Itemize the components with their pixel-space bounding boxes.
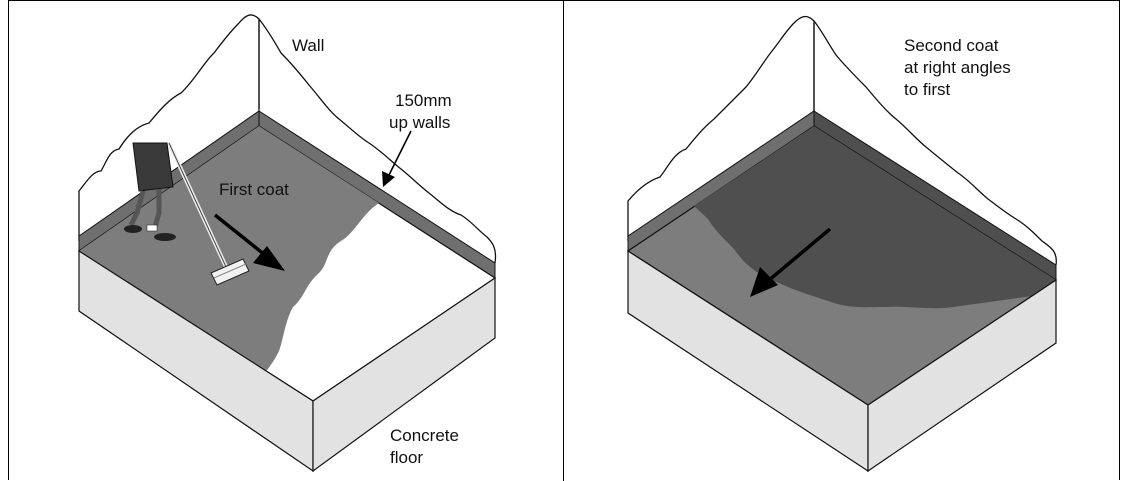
wall-label: Wall	[292, 36, 324, 55]
first-coat-diagram: Wall 150mm up walls First coat Concrete …	[77, 14, 497, 473]
upturn-label-line1: 150mm	[395, 91, 452, 110]
upturn-pointer-arrow	[382, 130, 412, 187]
slab-front-right-face	[312, 276, 496, 473]
second-coat-diagram: Second coat at right angles to first	[626, 15, 1058, 473]
first-coat-direction-arrow	[213, 213, 285, 271]
second-coat-label-line3: to first	[904, 80, 951, 99]
paint-roller-icon	[210, 258, 250, 286]
first-coat-area	[79, 126, 379, 385]
side-wall-outline	[258, 18, 497, 264]
back-wall-outline	[78, 14, 260, 241]
figure-frame: Wall 150mm up walls First coat Concrete …	[8, 0, 1120, 481]
floor-label-line1: Concrete	[390, 426, 459, 445]
floor-label-line2: floor	[390, 448, 423, 467]
second-coat-direction-arrow	[750, 227, 832, 297]
slab-front-right-face	[867, 278, 1057, 473]
first-coat-label: First coat	[219, 180, 289, 199]
second-coat-panel: Second coat at right angles to first	[564, 1, 1119, 481]
person-figure-icon	[124, 142, 176, 241]
back-wall-outline	[627, 15, 815, 241]
first-coat-panel: Wall 150mm up walls First coat Concrete …	[9, 1, 564, 481]
second-coat-area	[694, 126, 1056, 309]
roller-handle-edge	[168, 142, 228, 270]
upturn-label-line2: up walls	[389, 113, 450, 132]
second-coat-label-line2: at right angles	[904, 58, 1011, 77]
second-coat-label-line1: Second coat	[904, 36, 999, 55]
side-wall-outline	[813, 20, 1057, 266]
